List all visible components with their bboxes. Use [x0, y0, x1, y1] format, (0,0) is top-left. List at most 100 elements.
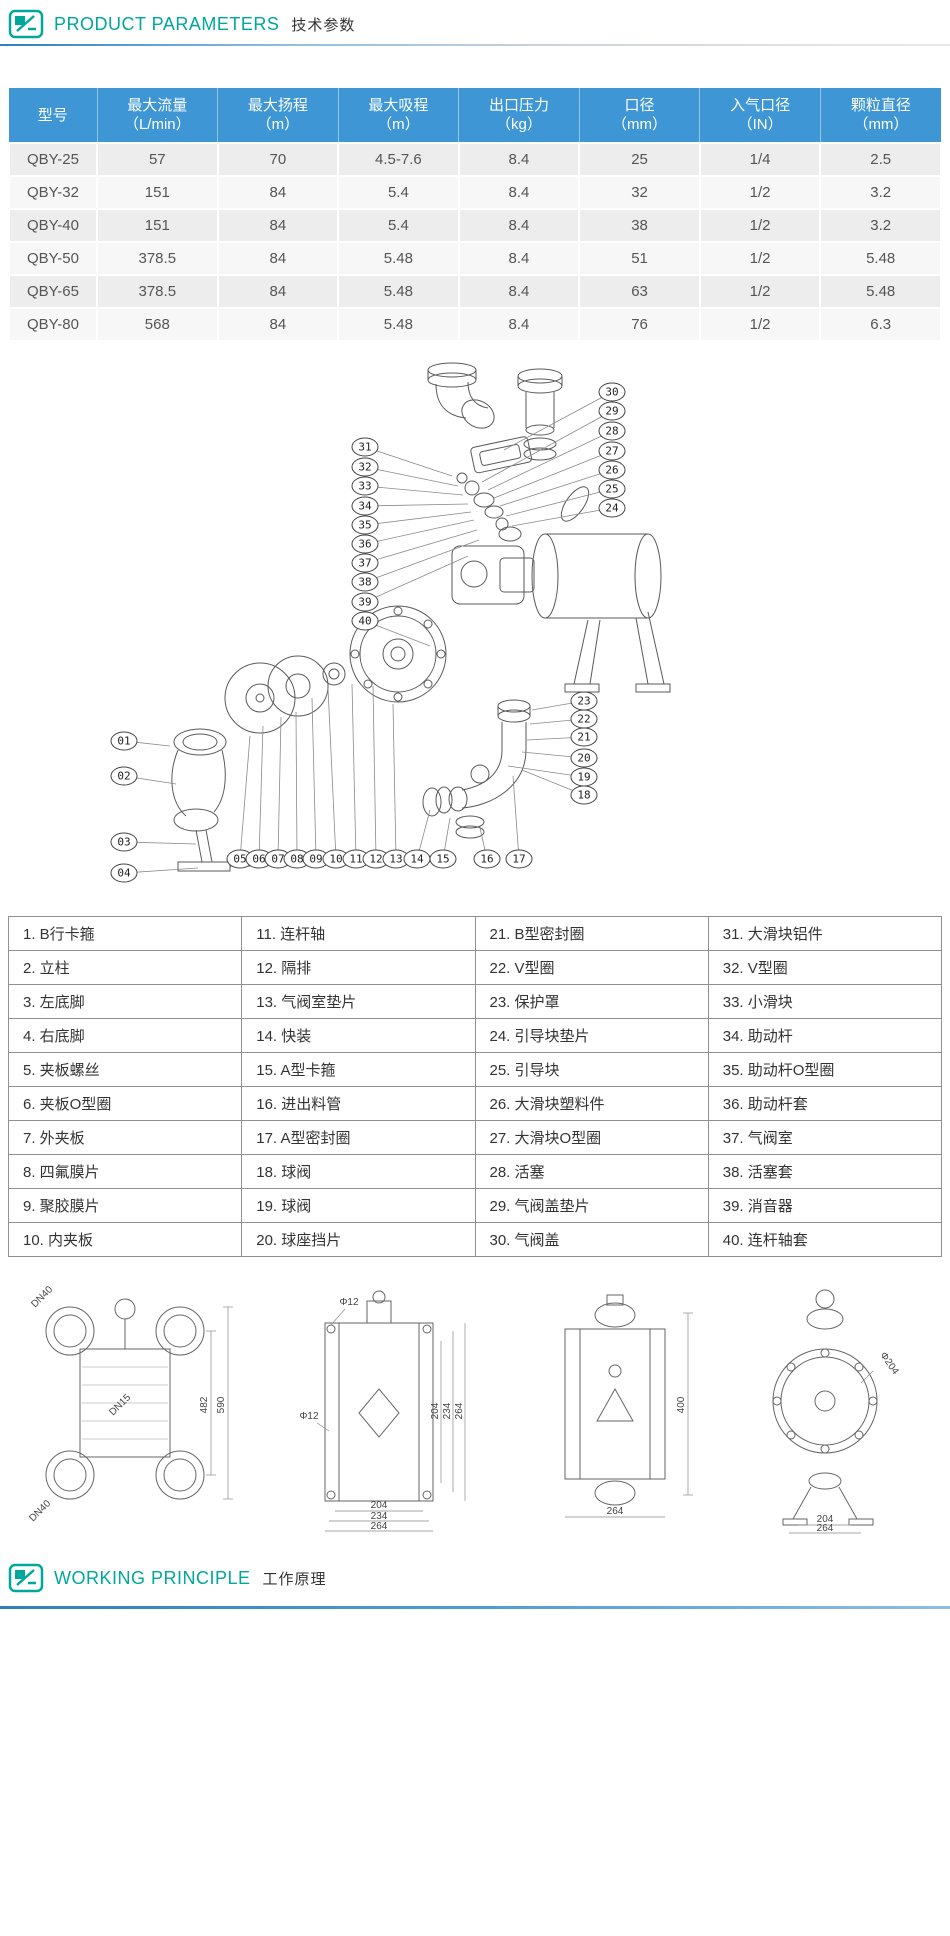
callout-number: 12	[369, 853, 382, 866]
dimension-label: 234	[371, 1511, 388, 1522]
part-item: 26. 大滑块塑料件	[474, 1086, 709, 1121]
value-cell: 5.48	[819, 274, 942, 309]
callout-40	[351, 611, 379, 631]
part-item: 33. 小滑块	[707, 984, 943, 1019]
part-item: 19. 球阀	[241, 1188, 476, 1223]
part-item: 27. 大滑块O型圈	[474, 1120, 709, 1155]
part-item: 31. 大滑块铝件	[707, 916, 943, 951]
value-cell: 151	[96, 208, 219, 243]
callout-04	[110, 863, 138, 883]
part-item: 39. 消音器	[707, 1188, 943, 1223]
value-cell: 84	[216, 241, 340, 276]
header-divider	[0, 44, 950, 46]
spec-col-header: 出口压力（kg）	[458, 88, 580, 143]
part-item: 8. 四氟膜片	[7, 1154, 243, 1189]
part-item: 40. 连杆轴套	[707, 1222, 943, 1257]
value-cell: 8.4	[457, 175, 581, 210]
callout-number: 02	[117, 770, 130, 783]
dimension-drawing-side-a: Φ12 204 234 264 Φ12 204 234 264	[299, 1290, 466, 1532]
part-item: 18. 球阀	[241, 1154, 476, 1189]
callout-29	[598, 401, 626, 421]
part-item: 37. 气阀室	[707, 1120, 943, 1155]
callout-35	[351, 515, 379, 535]
value-cell: 3.2	[819, 208, 942, 243]
dimension-label: 204	[430, 1402, 441, 1419]
callout-27	[598, 441, 626, 461]
callout-number: 26	[605, 464, 618, 477]
part-item: 13. 气阀室垫片	[241, 984, 476, 1019]
part-item: 28. 活塞	[474, 1154, 709, 1189]
part-item: 34. 助动杆	[707, 1018, 943, 1053]
callout-19	[570, 767, 598, 787]
part-item: 30. 气阀盖	[474, 1222, 709, 1257]
callout-20	[570, 748, 598, 768]
value-cell: 84	[216, 307, 340, 342]
part-item: 11. 连杆轴	[241, 916, 476, 951]
callout-36	[351, 534, 379, 554]
callout-25	[598, 479, 626, 499]
value-cell: 70	[216, 142, 340, 177]
part-item: 14. 快装	[241, 1018, 476, 1053]
value-cell: 1/4	[698, 142, 822, 177]
value-cell: 5.48	[337, 274, 460, 309]
dimension-label: 482	[199, 1396, 210, 1413]
value-cell: 38	[578, 208, 701, 243]
part-item: 5. 夹板螺丝	[7, 1052, 243, 1087]
dimension-drawing-front: DN40 DN15 482 590 DN40	[27, 1284, 233, 1524]
dimension-label: Φ12	[299, 1411, 319, 1422]
dimension-label: 234	[442, 1402, 453, 1419]
callout-03	[110, 832, 138, 852]
callout-number: 40	[358, 615, 371, 628]
callout-number: 14	[410, 853, 424, 866]
callout-number: 39	[358, 596, 371, 609]
value-cell: 8.4	[457, 274, 581, 309]
callout-number: 27	[605, 445, 618, 458]
part-item: 35. 助动杆O型圈	[707, 1052, 943, 1087]
part-item: 3. 左底脚	[7, 984, 243, 1019]
spec-col-header: 颗粒直径（mm）	[820, 88, 941, 143]
callout-number: 21	[577, 731, 590, 744]
dimension-label: 400	[676, 1396, 687, 1413]
value-cell: 3.2	[819, 175, 942, 210]
callout-number: 34	[358, 500, 372, 513]
callout-number: 10	[329, 853, 342, 866]
value-cell: 568	[96, 307, 219, 342]
callout-34	[351, 496, 379, 516]
callout-number: 19	[577, 771, 590, 784]
callout-number: 20	[577, 752, 590, 765]
part-item: 15. A型卡箍	[241, 1052, 476, 1087]
part-item: 36. 助动杆套	[707, 1086, 943, 1121]
spec-col-header: 最大吸程（m）	[338, 88, 460, 143]
section-title-en: PRODUCT PARAMETERS	[54, 13, 280, 34]
value-cell: 4.5-7.6	[337, 142, 460, 177]
part-item: 38. 活塞套	[707, 1154, 943, 1189]
dimension-label: 264	[817, 1523, 834, 1534]
value-cell: 1/2	[698, 307, 822, 342]
callout-number: 03	[117, 836, 130, 849]
callout-number: 22	[577, 713, 590, 726]
callout-number: 09	[309, 853, 322, 866]
callout-number: 35	[358, 519, 371, 532]
spec-col-header: 型号	[9, 88, 98, 143]
callout-number: 13	[389, 853, 402, 866]
part-item: 22. V型圈	[474, 950, 709, 985]
callout-number: 06	[252, 853, 265, 866]
model-cell: QBY-40	[8, 208, 98, 243]
callout-number: 32	[358, 461, 371, 474]
spec-header-row: 型号最大流量（L/min）最大扬程（m）最大吸程（m）出口压力（kg）口径（mm…	[9, 88, 941, 143]
callout-number: 24	[605, 502, 619, 515]
model-cell: QBY-32	[8, 175, 98, 210]
dimension-label: 264	[607, 1506, 624, 1517]
value-cell: 84	[216, 274, 340, 309]
callout-39	[351, 592, 379, 612]
section-title-en: WORKING PRINCIPLE	[54, 1567, 251, 1588]
